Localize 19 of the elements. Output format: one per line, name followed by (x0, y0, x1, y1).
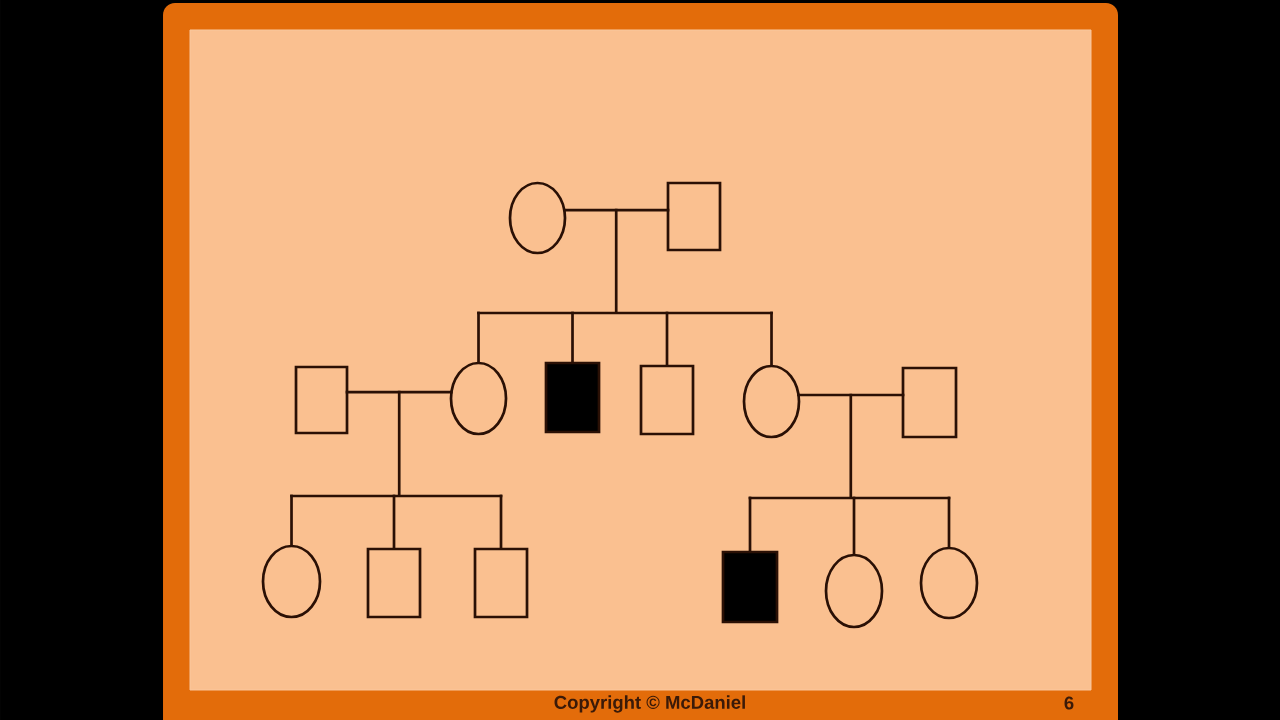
square-symbol (294, 365, 349, 435)
copyright-notice: Copyright © McDaniel (554, 695, 745, 713)
filled-square-symbol (721, 550, 779, 624)
circle-symbol (919, 546, 979, 620)
square-symbol (901, 366, 958, 439)
square-symbol (366, 547, 422, 619)
circle-symbol (261, 544, 322, 619)
square-symbol (639, 364, 695, 436)
filled-square-symbol (544, 361, 601, 434)
circle-symbol (508, 181, 567, 255)
page-number: 6 (1064, 696, 1074, 710)
circle-symbol (742, 364, 801, 439)
square-symbol (666, 181, 722, 252)
pedigree-line (748, 393, 951, 555)
square-symbol (473, 547, 529, 619)
pedigree-line (477, 208, 773, 366)
circle-symbol (824, 553, 884, 629)
circle-symbol (449, 361, 508, 436)
pedigree-line (290, 390, 503, 549)
